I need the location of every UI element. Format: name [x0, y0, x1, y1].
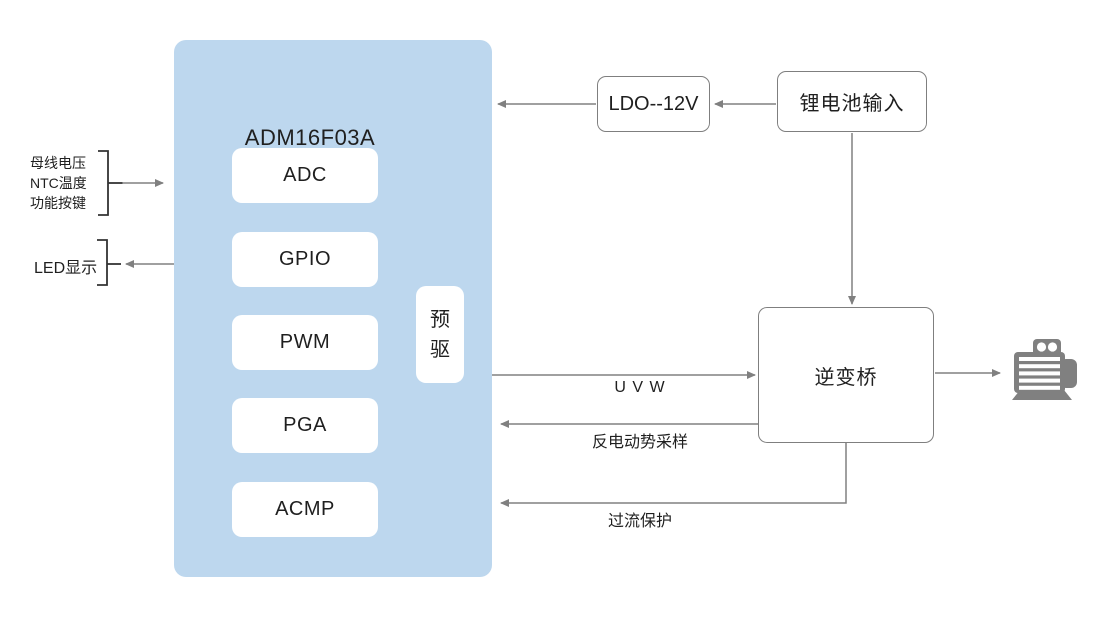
sensor-label-func-keys: 功能按键 — [30, 195, 86, 211]
overcurrent-arrow — [500, 443, 847, 507]
ldo-block: LDO--12V — [597, 76, 710, 132]
overcurrent-wire-label: 过流保护 — [607, 513, 672, 530]
chip-title: ADM16F03A — [244, 125, 376, 150]
sensor-label-bus-voltage: 母线电压 — [30, 155, 86, 171]
module-predriver: 预驱 — [416, 286, 464, 383]
module-acmp: ACMP — [232, 482, 378, 537]
sensor-bracket — [98, 150, 109, 216]
motor-icon — [1003, 336, 1081, 406]
back-emf-wire-label: 反电动势采样 — [591, 434, 688, 451]
module-pwm: PWM — [232, 315, 378, 370]
uvw-wire-label: U V W — [614, 379, 666, 396]
led-display-label: LED显示 — [34, 260, 98, 277]
module-pga: PGA — [232, 398, 378, 453]
inverter-bridge-block: 逆变桥 — [758, 307, 934, 443]
predriver-label: 预驱 — [430, 308, 450, 361]
sensor-label-ntc-temp: NTC温度 — [30, 175, 87, 191]
module-gpio: GPIO — [232, 232, 378, 287]
module-adc: ADC — [232, 148, 378, 203]
led-bracket — [97, 239, 108, 286]
chip-block: ADM16F03A ADC GPIO PWM PGA ACMP 预驱 — [174, 40, 492, 577]
sensor-input-labels: 母线电压 NTC温度 功能按键 — [30, 153, 87, 213]
battery-input-block: 锂电池输入 — [777, 71, 927, 132]
